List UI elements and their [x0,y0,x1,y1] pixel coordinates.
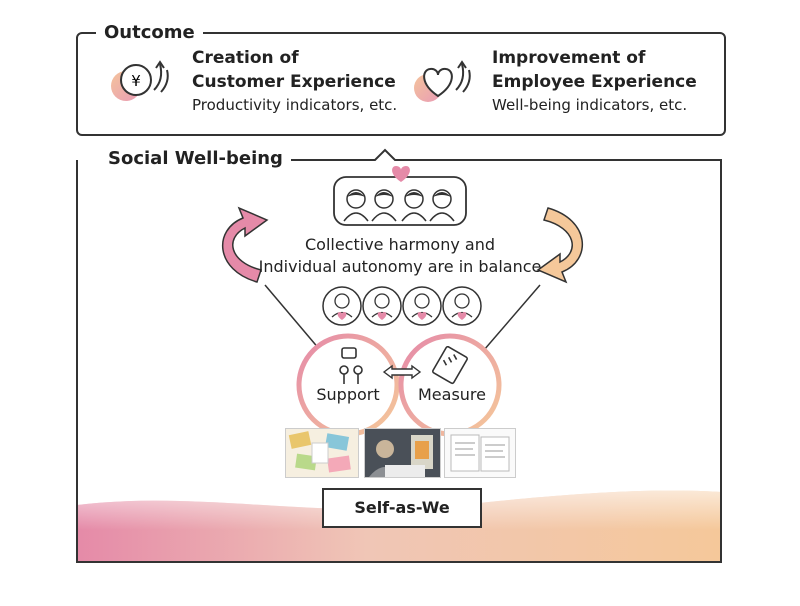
worksheet-image [444,428,516,478]
social-title: Social Well-being [100,148,291,169]
double-arrow-icon [382,364,422,380]
self-as-we-label: Self-as-We [322,488,482,528]
outcome-box [76,32,726,136]
balance-line1: Collective harmony and [304,235,496,254]
customer-experience-text: Creation of Customer Experience Producti… [192,46,422,116]
person-at-monitor-image [364,428,441,478]
customer-indicator: Productivity indicators, etc. [192,96,398,114]
yen-coin-icon: ¥ [106,56,176,106]
cycle-arrow-left-icon [205,200,275,290]
employee-experience-text: Improvement of Employee Experience Well-… [492,46,717,116]
support-label: Support [316,385,380,404]
employee-title-line2: Employee Experience [492,72,697,92]
support-measure-circles [296,333,502,437]
customer-title-line2: Customer Experience [192,72,396,92]
employee-title-line1: Improvement of [492,48,646,68]
employee-indicator: Well-being indicators, etc. [492,96,688,114]
card-game-image [285,428,359,478]
individual-portraits [322,284,482,328]
heart-icon [410,56,480,106]
support-icon [332,346,372,386]
balance-statement: Collective harmony and Individual autono… [250,234,550,278]
heart-icon [391,165,411,183]
customer-title-line1: Creation of [192,48,299,68]
measure-label: Measure [418,385,486,404]
svg-text:¥: ¥ [131,72,141,90]
balance-line2: Individual autonomy are in balance [258,257,542,276]
people-group-icon [338,183,462,223]
outcome-title: Outcome [96,22,203,43]
ruler-icon [430,345,470,386]
cycle-arrow-right-icon [530,200,600,290]
